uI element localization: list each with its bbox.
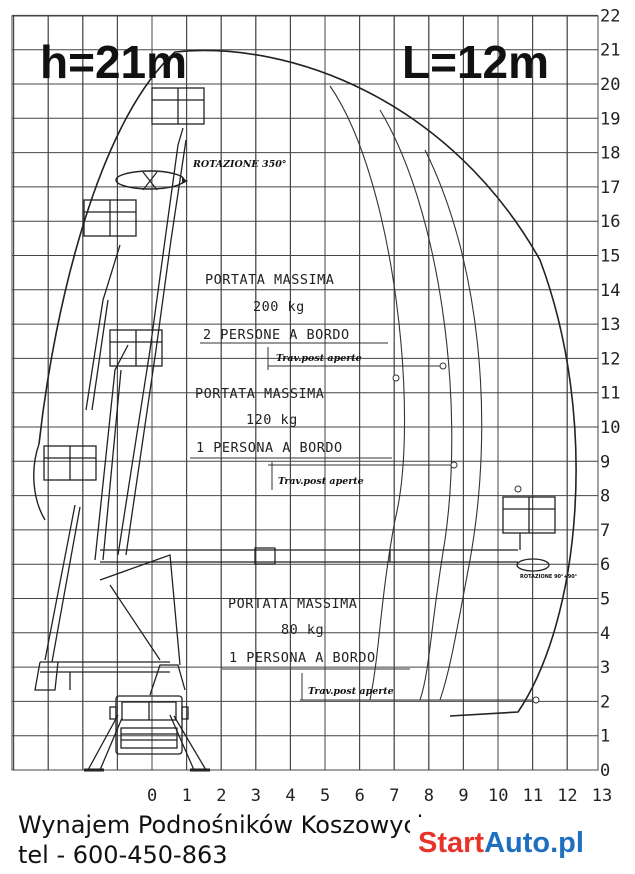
rotation-350-indicator: ROTAZIONE 350°	[115, 159, 287, 191]
x-tick-label: 11	[523, 786, 543, 806]
truck-cab	[109, 695, 189, 755]
x-tick-label: 12	[557, 786, 577, 806]
x-tick-label: 5	[320, 786, 330, 806]
zone-200kg: PORTATA MASSIMA 200 kg 2 PERSONE A BORDO…	[200, 272, 388, 370]
zone-boundary-arcs	[329, 85, 483, 701]
x-tick-label: 9	[458, 786, 468, 806]
zone-200kg-title: PORTATA MASSIMA	[205, 272, 334, 288]
zone-80kg-title: PORTATA MASSIMA	[228, 596, 357, 612]
main-boom-vertical	[117, 87, 205, 556]
rotation-350-label: ROTAZIONE 350°	[192, 159, 287, 170]
brand-logo-end: Auto.pl	[484, 827, 584, 859]
x-tick-label: 6	[355, 786, 365, 806]
brand-background	[410, 817, 630, 861]
zone-80kg-load: 80 kg	[281, 622, 324, 638]
lower-boom-left	[34, 445, 170, 691]
y-tick-label: 18	[600, 144, 620, 164]
outriggers	[84, 714, 210, 772]
x-tick-label: 10	[488, 786, 508, 806]
rotation-90-label: ROTAZIONE 90°+90°	[520, 574, 578, 580]
footer-rental-text: Wynajem Podnośników Koszowych	[18, 811, 432, 839]
horizontal-reach-boom	[99, 496, 556, 666]
y-tick-label: 16	[600, 212, 620, 232]
zone-captions: PORTATA MASSIMA 200 kg 2 PERSONE A BORDO…	[190, 272, 410, 700]
y-tick-label: 20	[600, 75, 620, 95]
reach-point-9m	[450, 461, 458, 469]
y-tick-label: 7	[600, 521, 610, 541]
zone-80kg: PORTATA MASSIMA 80 kg 1 PERSONA A BORDO …	[222, 596, 410, 700]
x-tick-label: 7	[389, 786, 399, 806]
y-tick-label: 12	[600, 349, 620, 369]
zone-120kg: PORTATA MASSIMA 120 kg 1 PERSONA A BORDO…	[190, 386, 392, 490]
y-tick-label: 11	[600, 384, 620, 404]
x-tick-label: 2	[216, 786, 226, 806]
reach-point-2m	[532, 696, 540, 704]
working-envelope	[38, 49, 577, 717]
y-tick-label: 5	[600, 590, 610, 610]
y-tick-label: 19	[600, 109, 620, 129]
rotation-90-indicator: ROTAZIONE 90°+90°	[516, 558, 578, 580]
zone-120kg-note: Trav.post aperte	[278, 476, 364, 487]
y-tick-label: 17	[600, 178, 620, 198]
grid	[11, 14, 599, 771]
zone-80kg-note: Trav.post aperte	[308, 686, 394, 697]
max-reach-label: L=12m	[402, 36, 549, 88]
turret	[149, 664, 186, 696]
footer: Wynajem Podnośników Koszowych tel - 600-…	[18, 811, 630, 869]
zone-120kg-load: 120 kg	[246, 412, 298, 428]
y-tick-label: 6	[600, 555, 610, 575]
y-tick-label: 3	[600, 658, 610, 678]
y-tick-label: 4	[600, 624, 610, 644]
reach-point-11m	[392, 374, 400, 382]
max-height-label: h=21m	[40, 36, 187, 88]
footer-phone: tel - 600-450-863	[18, 841, 228, 869]
y-tick-label: 21	[600, 41, 620, 61]
zone-200kg-note: Trav.post aperte	[276, 353, 362, 364]
y-tick-label: 2	[600, 692, 610, 712]
zone-120kg-persons: 1 PERSONA A BORDO	[196, 440, 343, 456]
y-tick-label: 15	[600, 247, 620, 267]
lift-machine-drawing	[34, 87, 556, 772]
y-tick-label: 0	[600, 761, 610, 781]
y-tick-label: 1	[600, 727, 610, 747]
x-tick-label: 0	[147, 786, 157, 806]
x-tick-label: 13	[592, 786, 612, 806]
y-tick-label: 8	[600, 487, 610, 507]
x-tick-label: 4	[285, 786, 295, 806]
brand-logo-start: Start	[418, 827, 484, 859]
brand-logo: StartAuto.pl	[418, 827, 584, 859]
reach-point-12m	[439, 362, 447, 370]
envelope-left-bulge	[33, 443, 46, 521]
x-tick-label: 8	[424, 786, 434, 806]
y-tick-label: 22	[600, 6, 620, 26]
x-tick-label: 1	[182, 786, 192, 806]
zone-80kg-persons: 1 PERSONA A BORDO	[229, 650, 376, 666]
y-tick-label: 10	[600, 418, 620, 438]
zone-120kg-title: PORTATA MASSIMA	[195, 386, 324, 402]
zone-200kg-persons: 2 PERSONE A BORDO	[203, 327, 350, 343]
mid-boom	[83, 199, 163, 561]
reach-point-8m	[514, 485, 522, 493]
y-tick-label: 14	[600, 281, 620, 301]
reach-markers	[268, 362, 540, 704]
y-tick-label: 9	[600, 452, 610, 472]
y-tick-label: 13	[600, 315, 620, 335]
zone-200kg-load: 200 kg	[253, 299, 305, 315]
x-tick-label: 3	[251, 786, 261, 806]
